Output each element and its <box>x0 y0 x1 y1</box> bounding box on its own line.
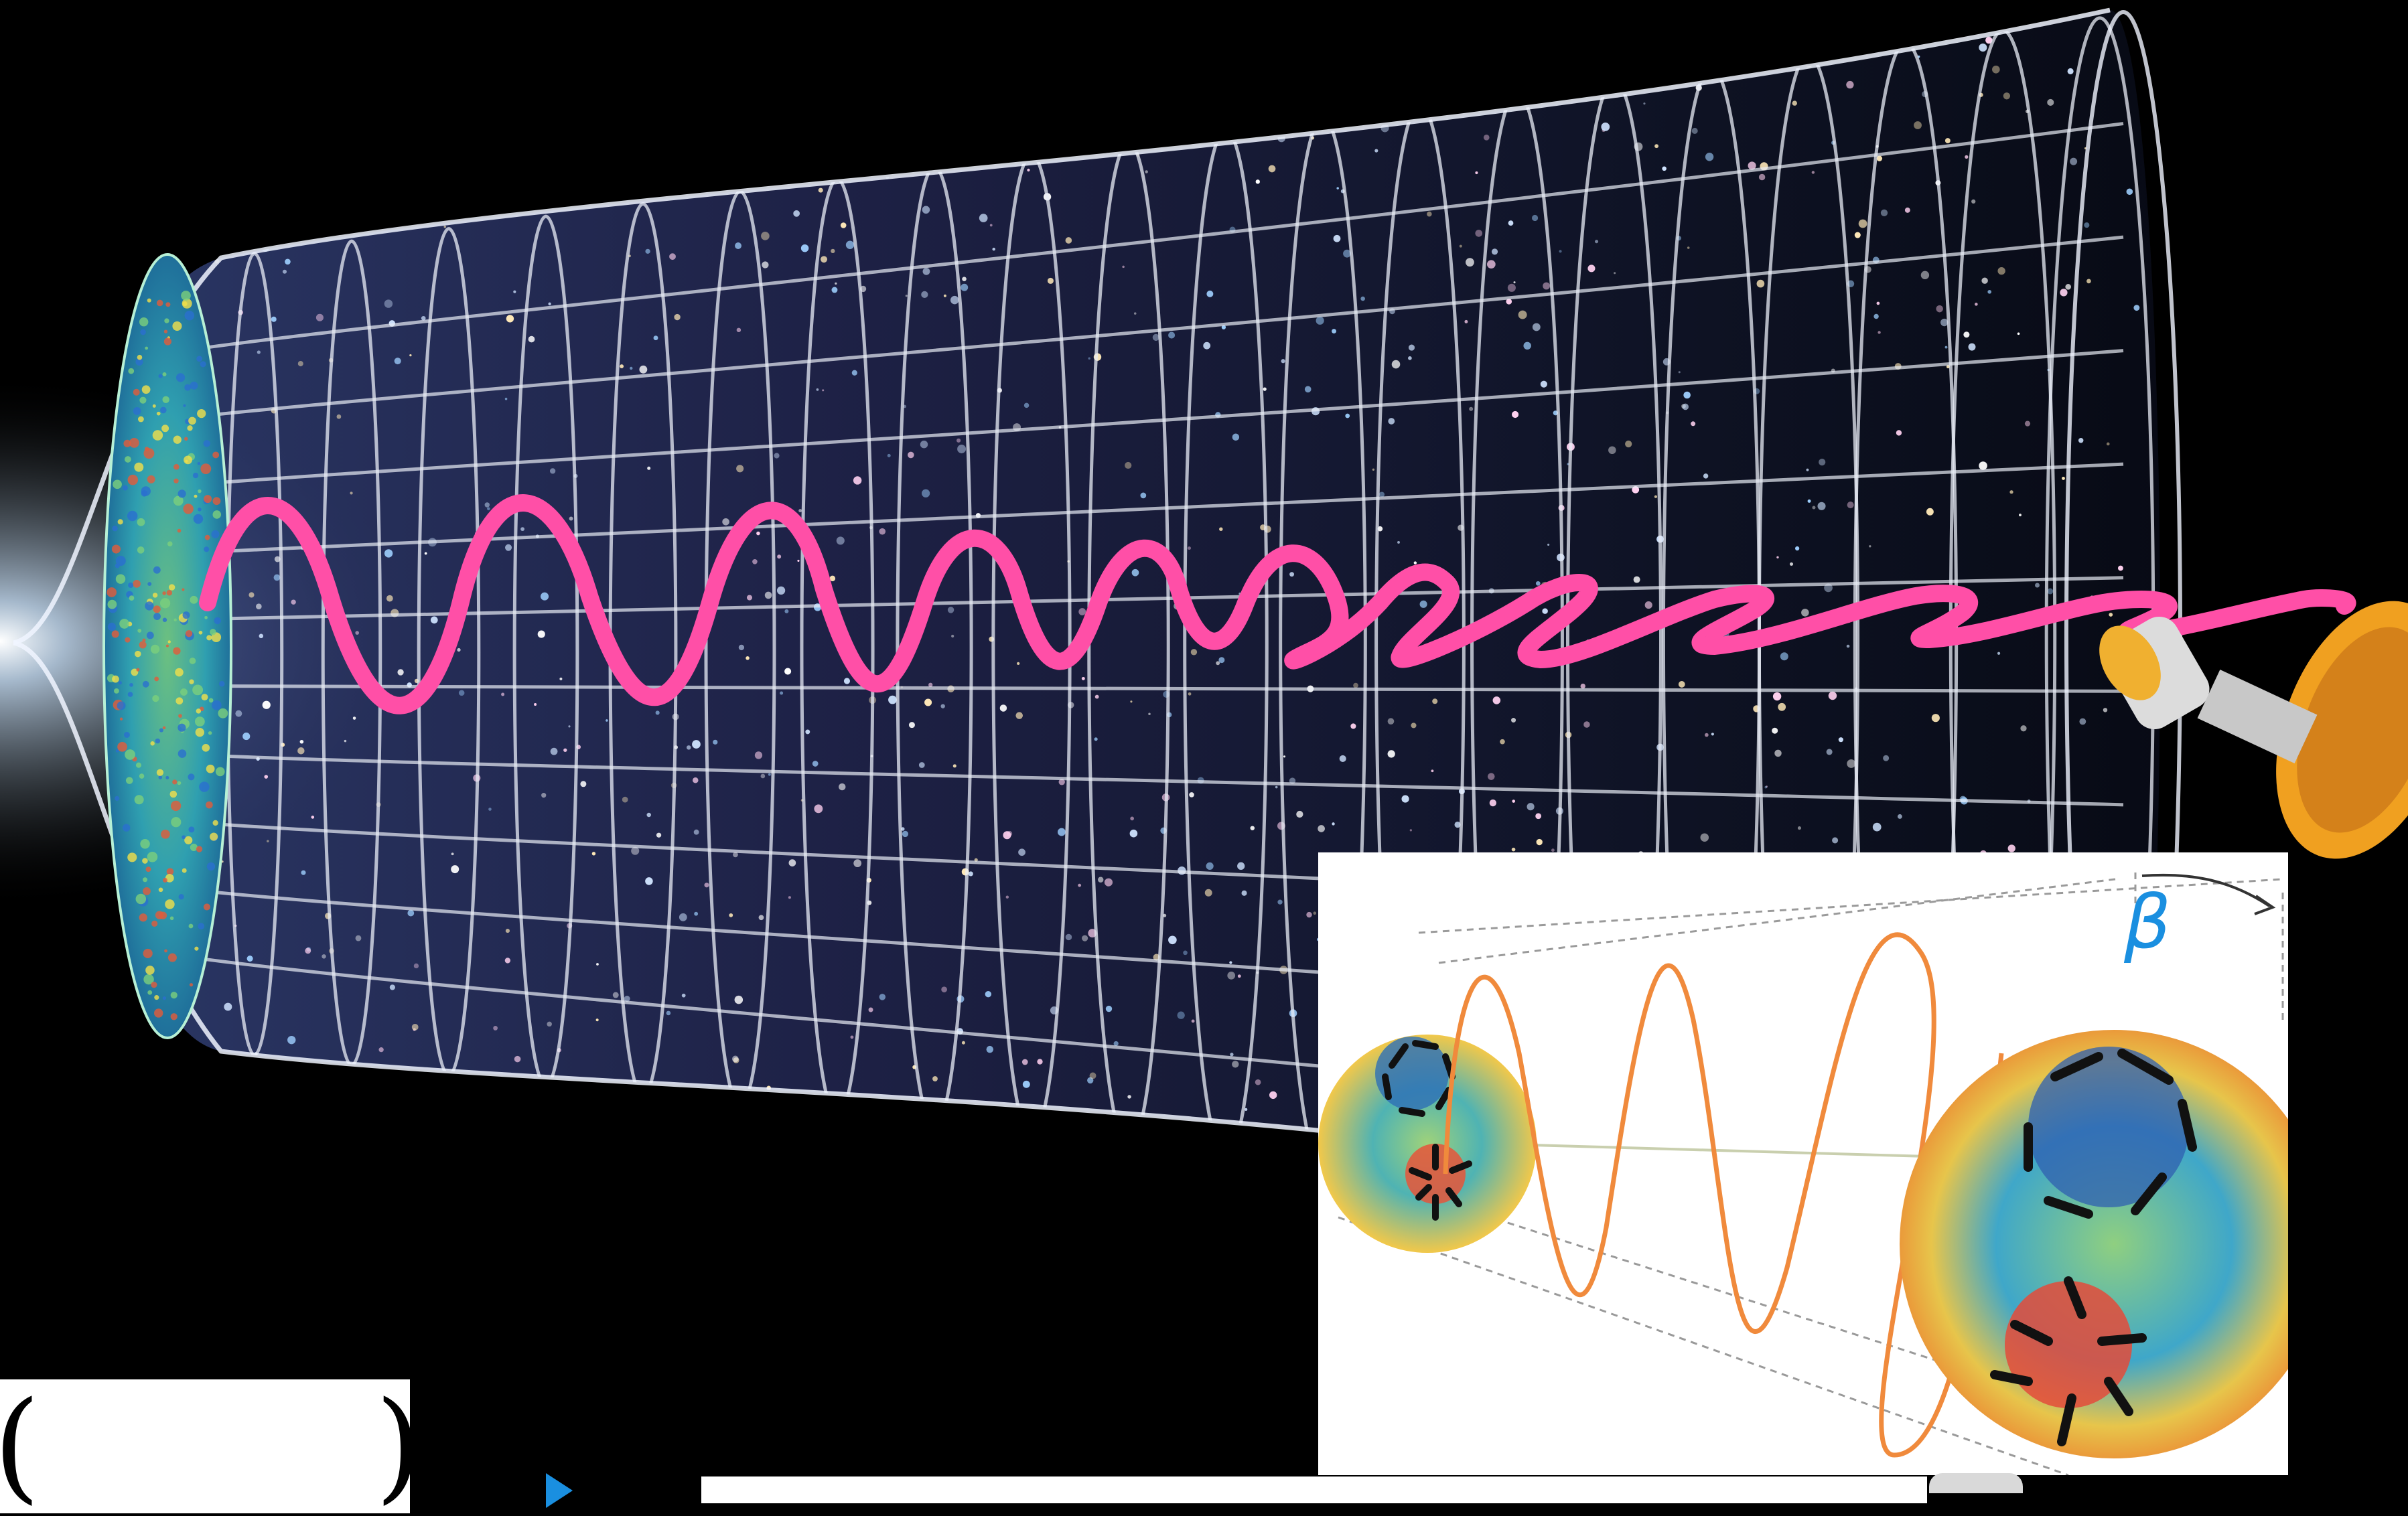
right-paren-glyph: ) <box>375 1376 423 1516</box>
satellite-base <box>1929 1473 2023 1493</box>
polarization-rotation-inset: β <box>1318 852 2288 1475</box>
equation-box-right <box>701 1476 1927 1503</box>
satellite-icon <box>2099 601 2408 859</box>
angle-beta-label: β <box>2124 879 2172 965</box>
left-paren-glyph: ( <box>0 1386 40 1507</box>
pink-wave <box>199 494 2356 714</box>
equation-box-left: ( ) <box>0 1379 422 1513</box>
small-cmb-disk <box>1318 1035 1537 1253</box>
orange-wave <box>1443 932 2004 1458</box>
play-arrow-icon <box>546 1473 573 1508</box>
